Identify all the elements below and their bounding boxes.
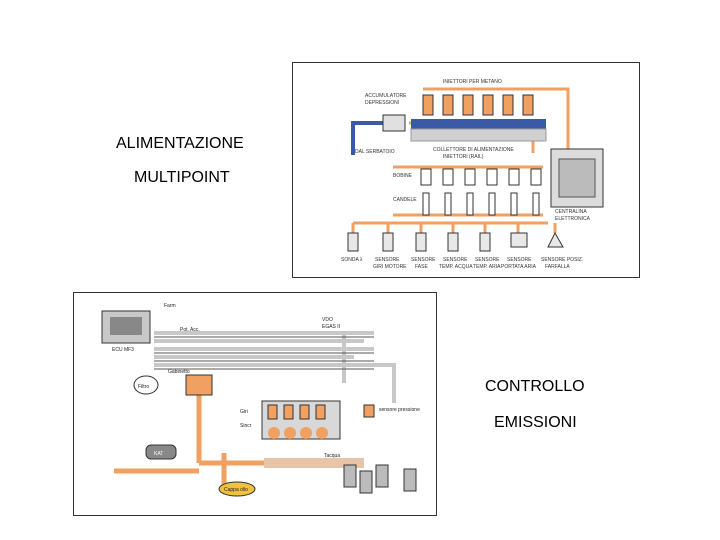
label-tacqua: Tacqua — [324, 453, 340, 459]
caption-multipoint: MULTIPOINT — [134, 169, 230, 186]
sensor-6-l1: SENSORE POSIZ. — [541, 257, 583, 263]
air-filter-icon — [133, 375, 159, 395]
sensor-3-l1: SENSORE — [443, 257, 468, 263]
label-cappa: Cappa olio — [224, 487, 248, 493]
label-candele: CANDELE — [393, 197, 417, 203]
label-depressione: DEPRESSIONI — [365, 100, 399, 106]
sensor-1-l1: SENSORE — [375, 257, 400, 263]
sensor-5-l1: SENSORE — [507, 257, 532, 263]
label-vdo-1: VDO — [322, 317, 333, 323]
emission-schematic: ECU MF3 VDO EGAS II Pot. Acc. Farm Gabin… — [101, 303, 420, 497]
coils-and-plugs — [420, 168, 542, 216]
accumulator-icon — [382, 114, 406, 132]
injectors — [422, 94, 534, 116]
label-collettore-2: INIETTORI (RAIL) — [443, 154, 484, 160]
sensor-1-l2: GIRI MOTORE — [373, 264, 407, 270]
label-iniettori: INIETTORI PER METANO — [443, 79, 502, 85]
label-sincr: Sincr — [240, 423, 252, 429]
caption-emissioni: EMISSIONI — [494, 414, 577, 431]
label-filtro: Filtro — [138, 384, 149, 390]
multipoint-schematic: INIETTORI PER METANO ACCUMULATORE DEPRES… — [341, 79, 604, 270]
sensor-icons — [347, 231, 564, 252]
sensor-2-l1: SENSORE — [411, 257, 436, 263]
control-harness — [154, 331, 396, 403]
caption-alimentazione: ALIMENTAZIONE — [116, 135, 244, 152]
rail-body — [410, 128, 547, 142]
sensor-0-l1: SONDA λ — [341, 257, 363, 263]
sensor-cluster — [343, 464, 417, 494]
caption-controllo: CONTROLLO — [485, 378, 585, 395]
gas-supply-line — [351, 121, 383, 155]
label-ecu: ECU MF3 — [112, 347, 134, 353]
sensor-4-l2: TEMP. ARIA — [473, 264, 501, 270]
rail-manifold — [411, 119, 546, 129]
sensor-2-l2: FASE — [415, 264, 428, 270]
label-sensore-pressione: sensore pressione — [379, 407, 420, 413]
label-centralina-1: CENTRALINA — [555, 209, 587, 215]
sensor-3-l2: TEMP. ACQUA — [439, 264, 473, 270]
label-farm: Farm — [164, 303, 176, 309]
label-bobine: BOBINE — [393, 173, 413, 179]
throttle-body-icon — [185, 374, 213, 396]
label-giri: Giri — [240, 409, 248, 415]
label-pot-acc: Pot. Acc. — [180, 327, 200, 333]
label-serbatoio: DAL SERBATOIO — [355, 149, 395, 155]
oil-cap-icon — [218, 481, 256, 497]
label-centralina-2: ELETTRONICA — [555, 216, 591, 222]
pressure-sensor-icon — [363, 404, 375, 418]
sensor-6-l2: FARFALLA — [545, 264, 570, 270]
label-collettore-1: COLLETTORE DI ALIMENTAZIONE — [433, 147, 514, 153]
label-gabinetto: Gabinetto — [168, 369, 190, 375]
emission-control-diagram: ECU MF3 VDO EGAS II Pot. Acc. Farm Gabin… — [73, 292, 437, 516]
label-accumulatore: ACCUMULATORE — [365, 93, 407, 99]
catalytic-converter-icon — [145, 444, 177, 460]
sensor-5-l2: PORTATA ARIA — [501, 264, 537, 270]
label-kat: KAT — [154, 451, 163, 457]
sensor-4-l1: SENSORE — [475, 257, 500, 263]
label-vdo-2: EGAS II — [322, 324, 340, 330]
multipoint-diagram: INIETTORI PER METANO ACCUMULATORE DEPRES… — [292, 62, 640, 278]
